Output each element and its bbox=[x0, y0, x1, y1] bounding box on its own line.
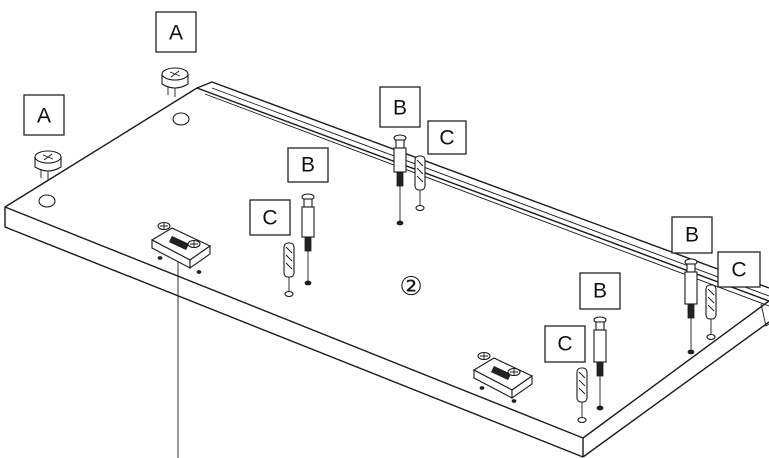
cam-bolt-icon bbox=[684, 258, 698, 355]
panel-board bbox=[4, 81, 769, 458]
wood-dowel-icon bbox=[705, 284, 717, 341]
label-b-3: B bbox=[685, 224, 699, 247]
fitting-group-1: B C bbox=[379, 86, 467, 226]
fitting-group-3: B C bbox=[671, 216, 761, 355]
label-box-a-2 bbox=[23, 94, 65, 136]
cam-lock-icon bbox=[161, 67, 190, 126]
cam-bolt-icon bbox=[593, 316, 607, 411]
label-box-a-1 bbox=[155, 11, 197, 53]
panel-number: ② bbox=[399, 272, 422, 302]
wood-dowel-icon bbox=[283, 242, 295, 298]
label-c-1: C bbox=[439, 127, 454, 150]
cam-lock-2: A bbox=[23, 94, 65, 208]
label-box-b-1 bbox=[379, 86, 421, 128]
label-a-1: A bbox=[169, 22, 183, 45]
hinge-plate-icon bbox=[472, 351, 534, 403]
label-c-3: C bbox=[731, 259, 746, 282]
label-b-4: B bbox=[593, 280, 607, 303]
label-c-4: C bbox=[557, 333, 572, 356]
cam-lock-icon bbox=[34, 150, 62, 208]
label-c-2: C bbox=[262, 207, 277, 230]
label-b-2: B bbox=[301, 154, 315, 177]
hinge-plate-2 bbox=[472, 351, 534, 403]
cam-bolt-icon bbox=[393, 134, 407, 226]
label-a-2: A bbox=[37, 105, 51, 128]
cam-bolt-icon bbox=[301, 193, 315, 286]
label-box-c-4 bbox=[544, 325, 586, 363]
label-box-b-2 bbox=[287, 147, 329, 183]
fitting-group-2: B C bbox=[249, 147, 329, 298]
label-b-1: B bbox=[393, 97, 407, 120]
wood-dowel-icon bbox=[576, 367, 588, 424]
label-box-c-2 bbox=[249, 199, 291, 236]
label-box-b-4 bbox=[579, 272, 621, 310]
hinge-plate-1 bbox=[150, 221, 212, 458]
hinge-plate-icon bbox=[150, 221, 212, 274]
label-box-b-3 bbox=[671, 216, 713, 254]
label-box-c-1 bbox=[427, 120, 467, 155]
label-box-c-3 bbox=[717, 251, 761, 288]
fitting-group-4: B C bbox=[544, 272, 621, 424]
cam-lock-1: A bbox=[155, 11, 197, 126]
wood-dowel-icon bbox=[414, 155, 426, 212]
